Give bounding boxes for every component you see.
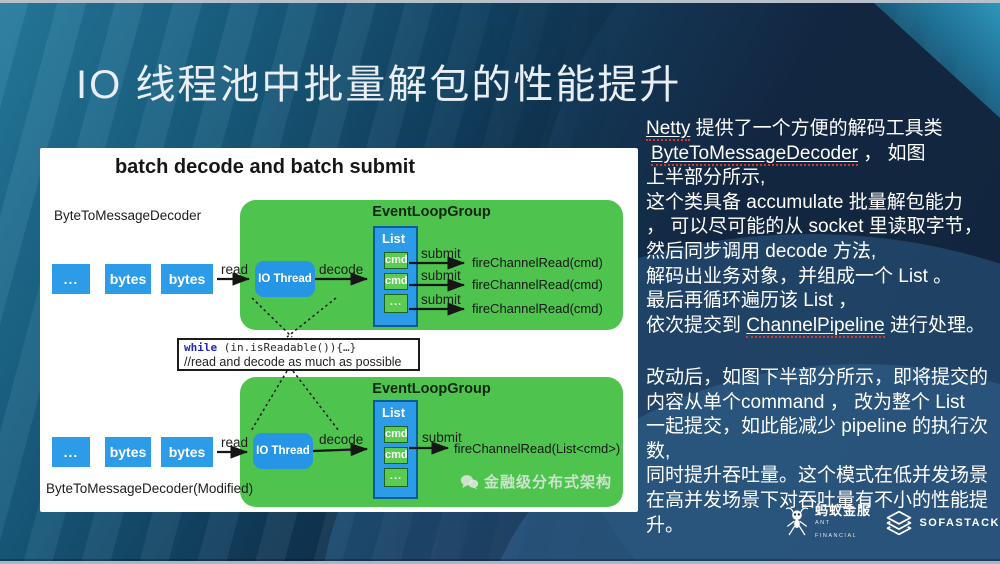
cmd-cell: cmd (384, 273, 408, 290)
byte-queue-box: ... (52, 264, 90, 294)
note-line: Netty 提供了一个方便的解码工具类 (646, 117, 998, 142)
diagram-heading: batch decode and batch submit (114, 156, 416, 178)
read-label-top: read (221, 262, 249, 277)
note-line: 解码出业务对象，并组成一个 List 。 (646, 265, 998, 290)
submit-label-3: submit (421, 292, 461, 307)
cmd-cell: cmd (384, 447, 408, 464)
submit-label-2: submit (421, 268, 461, 283)
decode-label-bottom: decode (319, 432, 364, 447)
byte-queue-box: bytes (105, 264, 151, 294)
note-line: 一起提交，如此能减少 pipeline 的执行次 (646, 415, 998, 440)
slide-bottom-border (0, 561, 1000, 564)
note-line: 改动后，如图下半部分所示，即将提交的 (646, 366, 998, 391)
underlined-term: ChannelPipeline (746, 314, 885, 338)
note-line: 上半部分所示, (646, 166, 998, 191)
cmd-cell: ... (384, 294, 408, 313)
fire-channel-read-1: fireChannelRead(cmd) (472, 255, 603, 270)
underlined-term: Netty (646, 118, 691, 141)
note-text: 内容从单个command ， 改为整个 List (646, 391, 965, 413)
decoder-label-bottom: ByteToMessageDecoder(Modified) (46, 481, 254, 496)
note-text: 依次提交到 (646, 314, 747, 336)
note-text: 最后再循环遍历该 List ， (646, 290, 858, 312)
sofastack-logo: SOFASTACK (885, 508, 1000, 538)
footer-logos: 蚂蚁金服 ANT FINANCIAL SOFASTACK (783, 503, 1000, 543)
event-loop-group-label-top: EventLoopGroup (372, 204, 491, 220)
note-line: 最后再循环遍历该 List ， (646, 289, 998, 314)
code-rest: (in.isReadable()){…} (217, 341, 357, 354)
note-text: 然后同步调用 decode 方法, (646, 240, 877, 262)
note-text: 解码出业务对象，并组成一个 List 。 (646, 265, 953, 287)
ant-financial-logo: 蚂蚁金服 ANT FINANCIAL (783, 503, 871, 543)
watermark-text: 金融级分布式架构 (484, 474, 613, 491)
note-text: 这个类具备 accumulate 批量解包能力 (646, 191, 963, 213)
note-text: 升。 (646, 514, 685, 536)
while-code-box: while (in.isReadable()){…} //read and de… (177, 338, 420, 371)
byte-queue-box: bytes (105, 437, 151, 467)
byte-queue-box: bytes (161, 437, 213, 467)
slide-top-border (0, 0, 1000, 3)
ant-logo-text: 蚂蚁金服 ANT FINANCIAL (815, 504, 872, 543)
read-label-bottom: read (221, 435, 249, 450)
notes-paragraph-1: Netty 提供了一个方便的解码工具类 ByteToMessageDecoder… (646, 117, 998, 338)
code-comment: //read and decode as much as possible (184, 355, 402, 369)
note-text: 改动后，如图下半部分所示，即将提交的 (646, 367, 989, 388)
note-text: 上半部分所示, (646, 167, 766, 189)
io-thread-box-bottom: IO Thread (253, 433, 313, 469)
cmd-cell: cmd (384, 252, 408, 269)
ant-cn-label: 蚂蚁金服 (814, 502, 871, 518)
cmd-cell: cmd (384, 426, 408, 443)
fire-channel-read-2: fireChannelRead(cmd) (472, 277, 603, 292)
note-text: 一起提交，如此能减少 pipeline 的执行次 (646, 416, 989, 438)
slide-title: IO 线程池中批量解包的性能提升 (76, 63, 682, 107)
list-label-bottom: List (382, 405, 406, 420)
submit-label-bottom: submit (422, 430, 462, 445)
list-box-bottom: List cmd cmd ... (373, 400, 418, 499)
note-line: 在高并发场景下对吞吐量有不小的性能提 (646, 489, 998, 514)
wechat-icon (460, 474, 479, 489)
underlined-term: ByteToMessageDecoder (651, 142, 858, 166)
note-text: 提供了一个方便的解码工具类 (690, 118, 943, 139)
event-loop-group-label-bottom: EventLoopGroup (372, 381, 491, 397)
note-text: 同时提升吞吐量。这个模式在低并发场景 (646, 465, 989, 487)
note-line: 升。 (646, 514, 998, 539)
note-line: 内容从单个command ， 改为整个 List (646, 391, 998, 416)
note-line: 同时提升吞吐量。这个模式在低并发场景 (646, 464, 998, 489)
fire-channel-read-3: fireChannelRead(cmd) (472, 301, 603, 316)
sofastack-label: SOFASTACK (919, 517, 1000, 529)
byte-queue-box: bytes (161, 264, 213, 294)
io-thread-box-top: IO Thread (255, 261, 315, 297)
notes-paragraph-2: 改动后，如图下半部分所示，即将提交的 内容从单个command ， 改为整个 L… (646, 366, 998, 538)
submit-label-1: submit (421, 246, 461, 261)
note-line: 数, (646, 440, 998, 465)
decode-label-top: decode (319, 262, 364, 277)
byte-queue-box: ... (52, 437, 90, 467)
note-text: 在高并发场景下对吞吐量有不小的性能提 (646, 489, 989, 511)
note-line: ， 可以尽可能的从 socket 里读取字节， (646, 215, 998, 240)
ant-en-label: ANT FINANCIAL (814, 519, 858, 539)
note-line: 然后同步调用 decode 方法, (646, 240, 998, 265)
note-line: ByteToMessageDecoder ， 如图 (646, 142, 998, 167)
wechat-watermark: 金融级分布式架构 (460, 471, 612, 492)
note-text: ， 如图 (858, 142, 926, 164)
ant-icon (785, 507, 809, 536)
note-line: 这个类具备 accumulate 批量解包能力 (646, 191, 998, 216)
note-line: 依次提交到 ChannelPipeline 进行处理。 (646, 314, 998, 339)
note-text: 数, (646, 440, 671, 462)
decoder-label-top: ByteToMessageDecoder (54, 208, 202, 223)
cmd-cell: ... (384, 468, 408, 487)
sofastack-icon (887, 510, 912, 536)
list-box-top: List cmd cmd ... (373, 226, 418, 327)
code-keyword: while (184, 341, 218, 354)
note-text: 进行处理。 (884, 314, 985, 336)
note-text: ， 可以尽可能的从 socket 里读取字节， (646, 216, 983, 238)
diagram-panel: batch decode and batch submit ByteToMess… (40, 148, 638, 512)
fire-channel-read-list: fireChannelRead(List<cmd>) (454, 441, 621, 456)
list-label-top: List (382, 231, 406, 246)
